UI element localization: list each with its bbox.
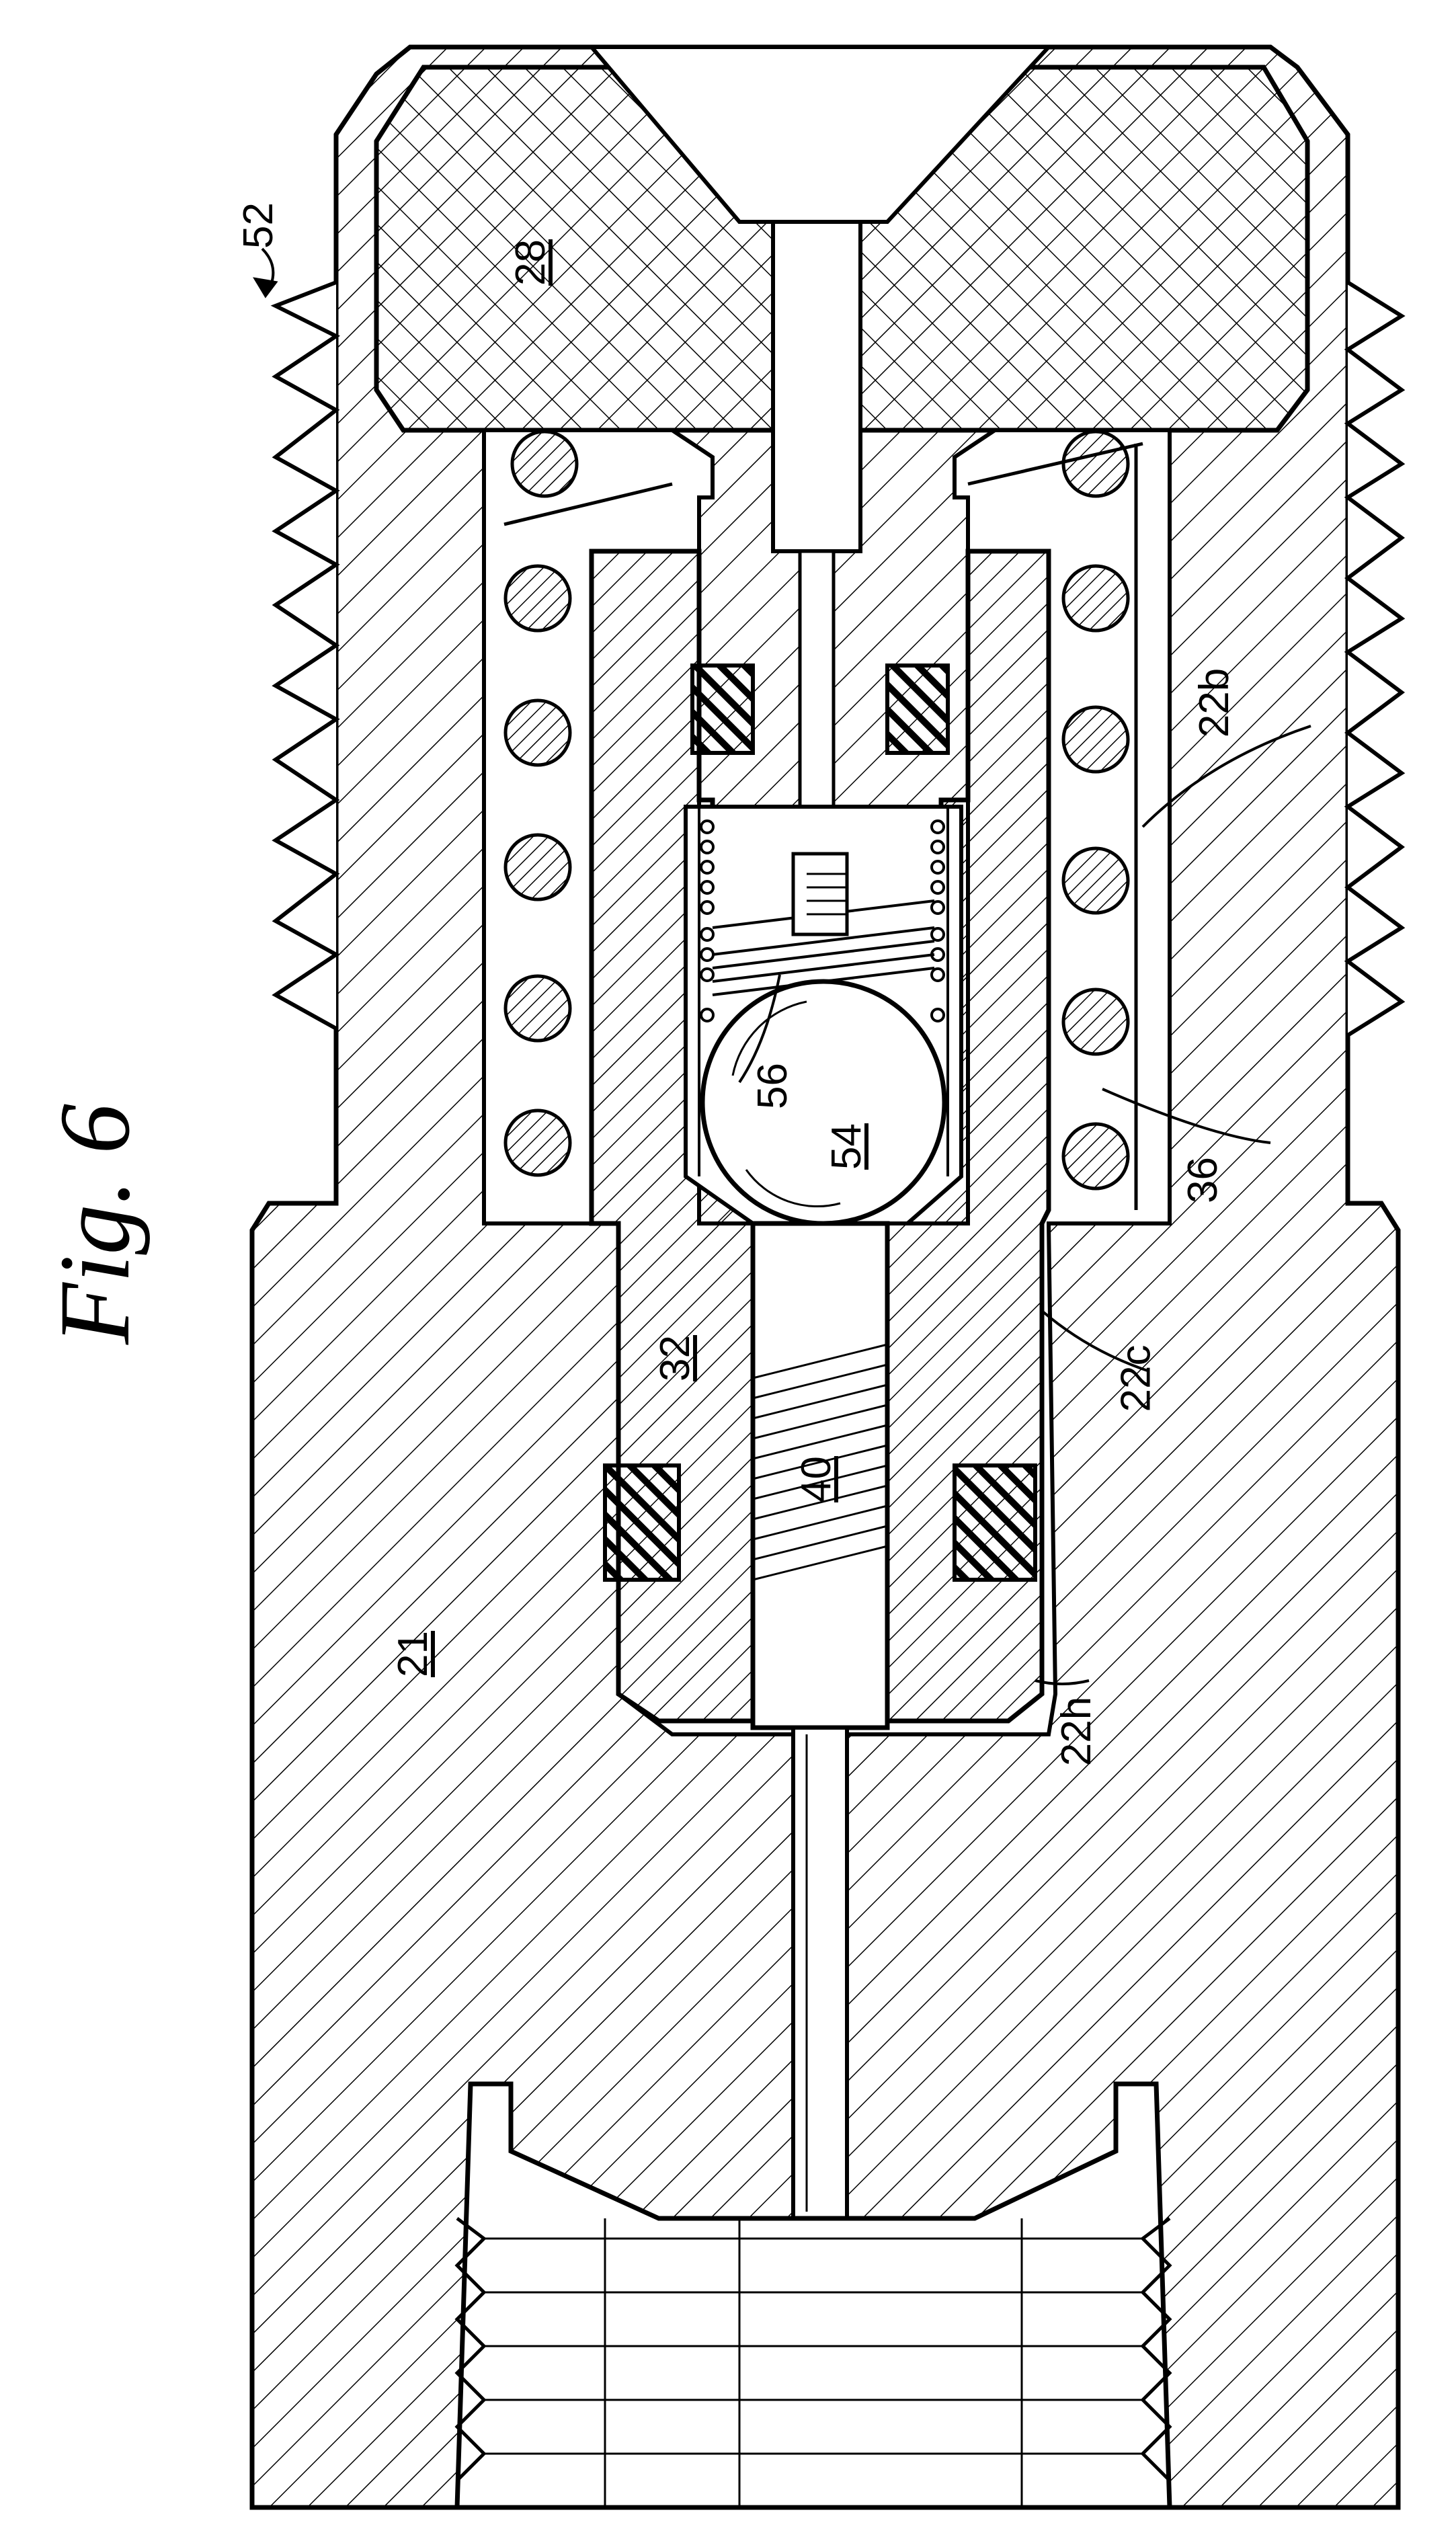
label-22b: 22b — [1190, 668, 1238, 737]
figure-title: Fig. 6 — [37, 1049, 212, 1385]
label-36: 36 — [1179, 1157, 1227, 1203]
label-32: 32 — [651, 1335, 699, 1381]
label-56: 56 — [749, 1063, 797, 1109]
label-54: 54 — [823, 1123, 871, 1170]
label-52: 52 — [235, 202, 282, 249]
label-22h: 22h — [1053, 1697, 1100, 1766]
label-28: 28 — [507, 239, 555, 286]
label-22c: 22c — [1112, 1345, 1160, 1412]
label-40: 40 — [793, 1456, 840, 1502]
ball — [702, 981, 944, 1223]
figure-title-text: Fig. 6 — [37, 1104, 153, 1344]
label-21: 21 — [389, 1631, 437, 1677]
